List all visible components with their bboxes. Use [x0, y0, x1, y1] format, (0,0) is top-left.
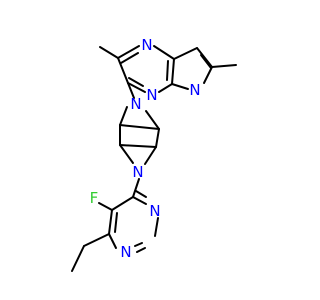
bond-ring-c-1	[132, 196, 147, 205]
bond-bicycle-3	[119, 124, 160, 130]
atom-n-pyrrolidine-top: N	[130, 95, 141, 113]
bond-ring-b-1	[173, 47, 198, 60]
bond-ethyl-1	[83, 233, 110, 247]
bond-ring-a-3-double	[166, 60, 169, 81]
bond-ring-c-3	[136, 247, 146, 253]
molecule-structure-diagram: N N N N N F N N	[0, 0, 300, 300]
bond-fluorine	[98, 202, 113, 211]
bond-bicycle-6	[119, 144, 157, 148]
bond-ring-c-3-double	[134, 242, 143, 247]
atom-n-pyrimidine-top: N	[141, 36, 152, 54]
bond-ring-a-1	[117, 45, 140, 59]
bond-methyl-right	[211, 64, 237, 68]
bond-ring-c-1-double	[135, 190, 147, 198]
bond-ring-c-5	[108, 209, 113, 235]
bond-link-bottom	[132, 178, 140, 198]
bond-ring-a-2	[153, 45, 175, 60]
atom-n-pyrazole: N	[189, 81, 200, 99]
bond-ring-c-5-double	[114, 212, 118, 233]
bond-bicycle-8	[144, 146, 157, 165]
atom-labels: N N N N N F N N	[90, 36, 201, 261]
bond-ring-b-2	[196, 47, 213, 68]
molecule-canvas: N N N N N F N N	[0, 0, 300, 300]
bond-bicycle-2	[119, 106, 128, 126]
atom-n-pyrimidine-lower-bottom: N	[120, 243, 131, 261]
bond-ring-b-4	[171, 83, 189, 90]
bond-ring-c-2	[154, 217, 159, 237]
bond-ethyl-2	[71, 245, 85, 272]
bond-ring-a-1-double	[120, 52, 139, 64]
bonds	[71, 45, 237, 272]
bond-ring-b-3	[203, 66, 213, 84]
bond-bicycle-7	[119, 144, 134, 164]
bond-ring-c-6	[111, 196, 134, 211]
atom-n-pyrimidine-lower-right: N	[149, 202, 160, 220]
bond-ring-a-4	[158, 83, 173, 93]
bond-link-top	[127, 82, 135, 99]
bond-ring-c-4	[108, 233, 117, 249]
bond-ring-b-2-double	[200, 54, 212, 69]
atom-n-bridgehead: N	[146, 86, 157, 104]
background	[0, 0, 300, 300]
bond-ring-a-5	[127, 82, 146, 93]
bond-methyl-left	[99, 46, 119, 59]
atom-fluorine: F	[90, 189, 99, 207]
atom-n-pyrrolidine-bottom: N	[132, 163, 143, 181]
bond-bicycle-5	[155, 128, 160, 148]
bond-bicycle-1	[145, 110, 160, 130]
bond-ring-a-5-double	[128, 77, 144, 87]
bond-ring-a-3	[171, 58, 175, 85]
bond-ring-a-6	[117, 57, 129, 84]
